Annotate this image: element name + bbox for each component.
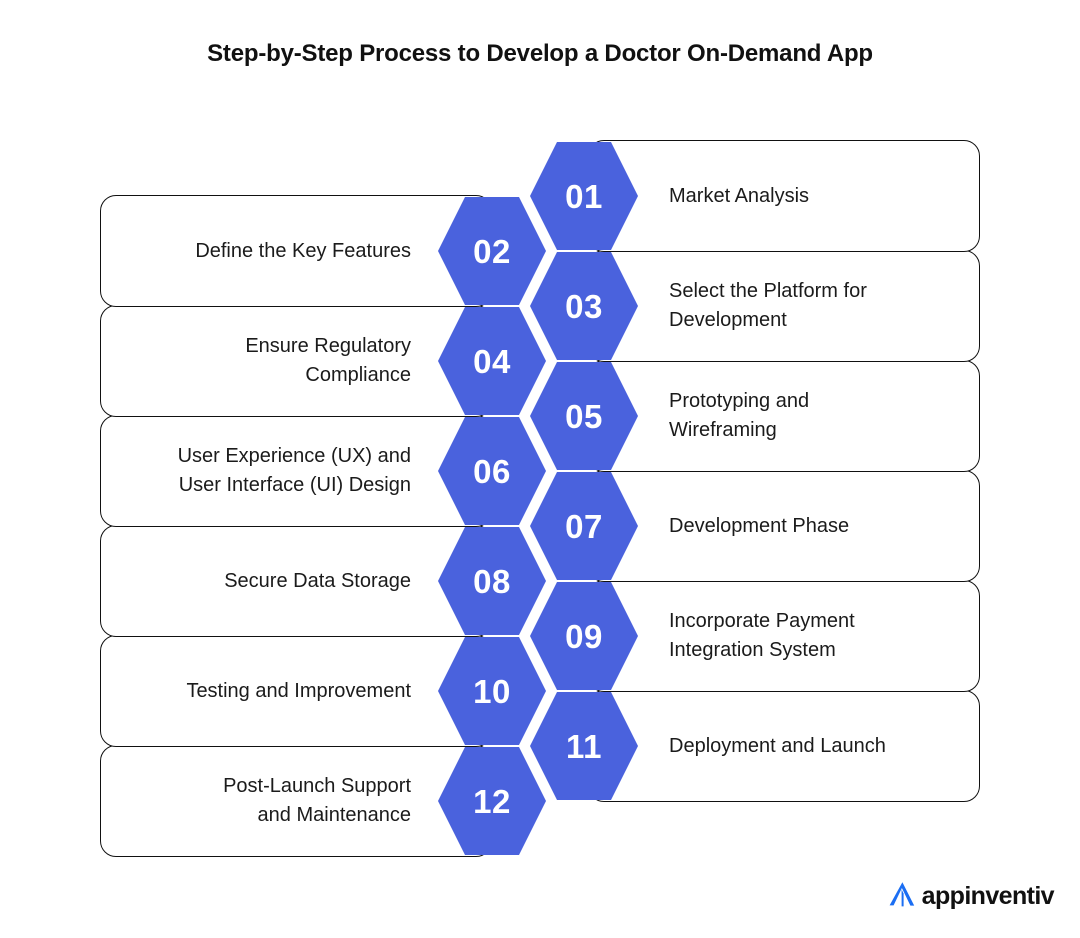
- step-label: Development Phase: [669, 514, 850, 537]
- step-label: Select the Platform for Development: [669, 280, 867, 331]
- step-number-hexagon: 08: [438, 527, 546, 635]
- step-card[interactable]: Secure Data Storage: [100, 525, 492, 637]
- step-card[interactable]: Ensure Regulatory Compliance: [100, 305, 492, 417]
- step-number-hexagon: 05: [530, 362, 638, 470]
- step-number-hexagon: 03: [530, 252, 638, 360]
- step-number-hexagon: 07: [530, 472, 638, 580]
- step-label: Incorporate Payment Integration System: [669, 610, 855, 661]
- step-number-hexagon: 12: [438, 747, 546, 855]
- process-step[interactable]: Prototyping and Wireframing 05: [530, 360, 980, 472]
- process-step[interactable]: Incorporate Payment Integration System 09: [530, 580, 980, 692]
- step-label: Define the Key Features: [195, 239, 411, 262]
- step-label: User Experience (UX) and User Interface …: [177, 445, 411, 496]
- step-number: 03: [565, 287, 603, 325]
- step-number-hexagon: 11: [530, 692, 638, 800]
- process-step[interactable]: Post-Launch Support and Maintenance 12: [100, 745, 550, 857]
- step-label: Deployment and Launch: [669, 734, 886, 757]
- step-number: 02: [473, 232, 511, 270]
- step-number: 06: [473, 452, 511, 490]
- process-step[interactable]: Select the Platform for Development 03: [530, 250, 980, 362]
- appinventiv-a-mark-icon: [885, 877, 919, 916]
- logo-wordmark: appinventiv: [921, 882, 1055, 910]
- step-number-hexagon: 09: [530, 582, 638, 690]
- step-number: 09: [565, 617, 603, 655]
- page-title: Step-by-Step Process to Develop a Doctor…: [207, 40, 873, 67]
- step-number: 07: [565, 507, 603, 545]
- step-label: Secure Data Storage: [224, 569, 411, 592]
- step-number: 11: [566, 727, 602, 765]
- process-step[interactable]: Secure Data Storage 08: [100, 525, 550, 637]
- step-label: Testing and Improvement: [186, 679, 411, 702]
- process-step[interactable]: Define the Key Features 02: [100, 195, 550, 307]
- process-step[interactable]: Development Phase 07: [530, 470, 980, 582]
- step-label: Ensure Regulatory Compliance: [245, 335, 411, 386]
- process-step[interactable]: Deployment and Launch 11: [530, 690, 980, 802]
- step-card[interactable]: Select the Platform for Development: [588, 250, 980, 362]
- process-step[interactable]: User Experience (UX) and User Interface …: [100, 415, 550, 527]
- step-number-hexagon: 04: [438, 307, 546, 415]
- process-step[interactable]: Market Analysis 01: [530, 140, 980, 252]
- step-number: 10: [473, 672, 511, 710]
- process-step[interactable]: Ensure Regulatory Compliance 04: [100, 305, 550, 417]
- step-card[interactable]: Testing and Improvement: [100, 635, 492, 747]
- step-card[interactable]: Post-Launch Support and Maintenance: [100, 745, 492, 857]
- step-label: Market Analysis: [669, 184, 810, 207]
- step-card[interactable]: Development Phase: [588, 470, 980, 582]
- step-number-hexagon: 01: [530, 142, 638, 250]
- step-label: Post-Launch Support and Maintenance: [223, 775, 411, 826]
- step-number: 12: [473, 782, 511, 820]
- step-number-hexagon: 10: [438, 637, 546, 745]
- step-card[interactable]: Market Analysis: [588, 140, 980, 252]
- appinventiv-logo: appinventiv: [885, 877, 1055, 916]
- step-number: 04: [473, 342, 511, 380]
- step-number: 01: [565, 177, 603, 215]
- step-number: 05: [565, 397, 603, 435]
- step-number-hexagon: 06: [438, 417, 546, 525]
- step-card[interactable]: Incorporate Payment Integration System: [588, 580, 980, 692]
- process-step[interactable]: Testing and Improvement 10: [100, 635, 550, 747]
- step-card[interactable]: Prototyping and Wireframing: [588, 360, 980, 472]
- step-card[interactable]: User Experience (UX) and User Interface …: [100, 415, 492, 527]
- step-label: Prototyping and Wireframing: [669, 390, 810, 441]
- step-card[interactable]: Define the Key Features: [100, 195, 492, 307]
- step-card[interactable]: Deployment and Launch: [588, 690, 980, 802]
- step-number: 08: [473, 562, 511, 600]
- step-number-hexagon: 02: [438, 197, 546, 305]
